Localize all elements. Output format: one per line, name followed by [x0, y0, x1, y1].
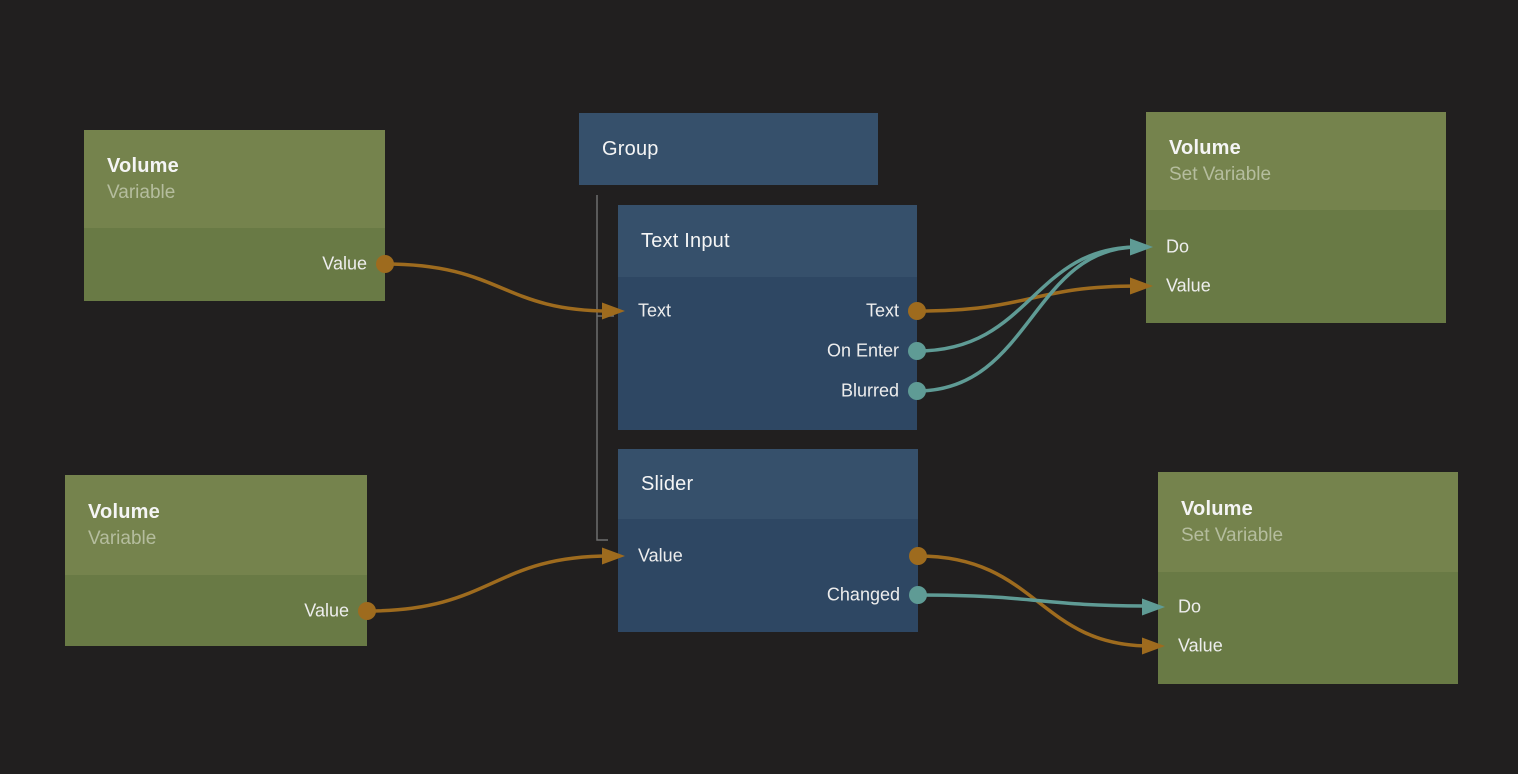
node-title: Volume	[1181, 498, 1253, 520]
node-body[interactable]	[618, 519, 918, 632]
port-label-do: Do	[1178, 596, 1202, 617]
connection-wire[interactable]	[365, 554, 612, 613]
node-subtitle: Variable	[88, 528, 157, 549]
node-body[interactable]	[1146, 210, 1446, 323]
node-title: Slider	[641, 472, 694, 495]
node-header[interactable]: Slider	[618, 449, 918, 519]
node-title: Text Input	[641, 229, 730, 252]
connection-wire[interactable]	[383, 262, 612, 313]
port-label-value: Value	[638, 545, 683, 566]
node-subtitle: Variable	[107, 182, 176, 203]
connection-wire[interactable]	[915, 245, 1140, 393]
node-body[interactable]	[1158, 572, 1458, 684]
port-label-text: Text	[865, 300, 899, 321]
node-title: Volume	[88, 501, 160, 523]
port-label-on-enter: On Enter	[826, 340, 899, 361]
node-title: Group	[602, 137, 659, 160]
connection-wire[interactable]	[916, 554, 1152, 648]
port-label-changed: Changed	[826, 584, 900, 605]
connection-wire[interactable]	[916, 593, 1152, 608]
node-body[interactable]	[618, 277, 917, 430]
port-label-value: Value	[304, 600, 349, 621]
port-label-value: Value	[322, 253, 367, 274]
port-label-do: Do	[1166, 236, 1190, 257]
connection-wire[interactable]	[915, 284, 1140, 313]
node-title: Volume	[107, 155, 179, 177]
node-subtitle: Set Variable	[1169, 164, 1272, 185]
node-group[interactable]: Group	[579, 113, 878, 185]
port-label-blurred: Blurred	[840, 380, 899, 401]
node-title: Volume	[1169, 137, 1241, 159]
port-label-text: Text	[638, 300, 672, 321]
node-body[interactable]	[65, 575, 367, 646]
node-subtitle: Set Variable	[1181, 525, 1284, 546]
node-header[interactable]: Text Input	[618, 205, 917, 277]
node-body[interactable]	[84, 228, 385, 301]
group-child-link-line	[596, 195, 614, 541]
node-header[interactable]: Group	[579, 113, 878, 185]
connection-wire[interactable]	[915, 245, 1140, 353]
port-label-value: Value	[1166, 275, 1211, 296]
port-label-value: Value	[1178, 635, 1223, 656]
